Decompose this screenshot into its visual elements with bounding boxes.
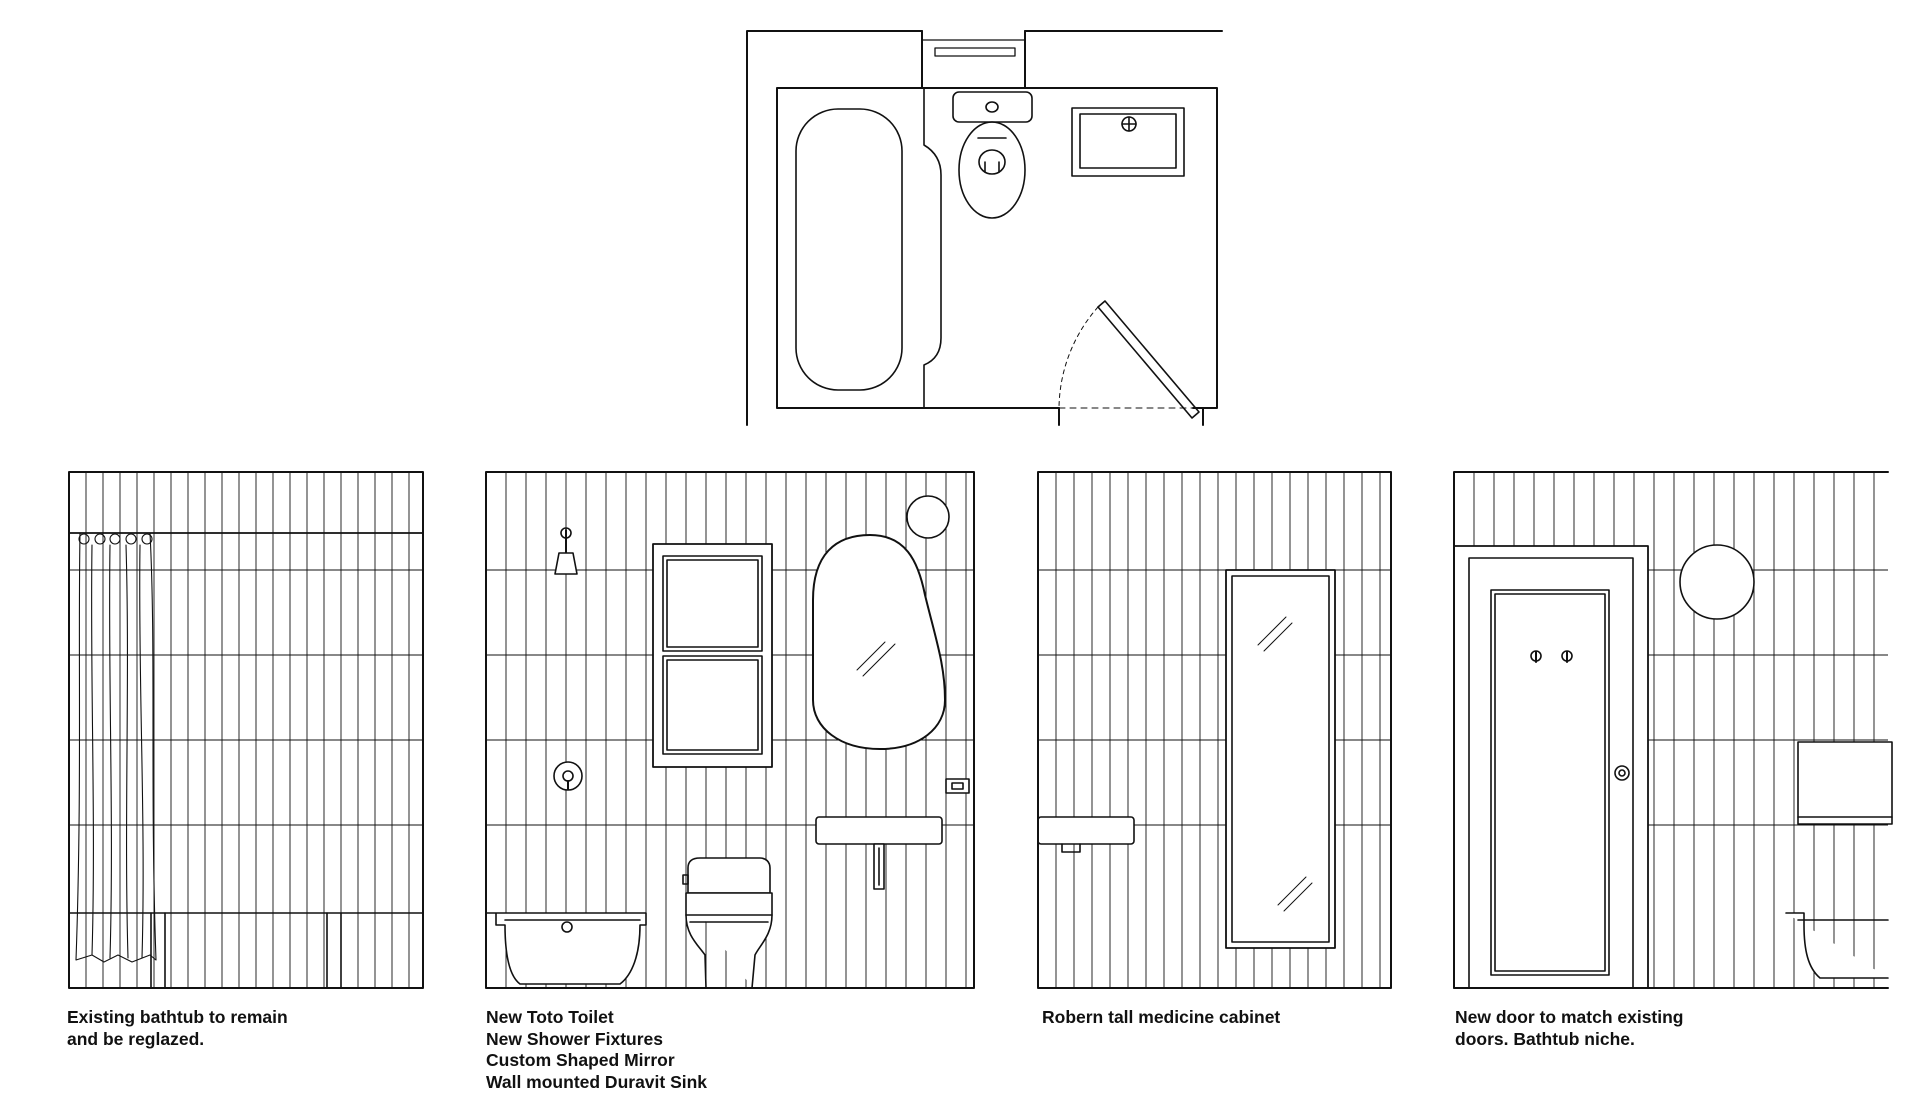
elevation-1-tile-grid — [69, 472, 423, 988]
shower-head-icon — [554, 527, 578, 575]
plan-door-swing — [1058, 300, 1200, 419]
elevation-3-frame — [1037, 471, 1392, 989]
door — [1453, 545, 1649, 989]
elevation-3-tile-grid — [1038, 472, 1391, 988]
door-knob-icon — [1614, 765, 1630, 781]
caption-elevation-1: Existing bathtub to remain and be reglaz… — [67, 1007, 288, 1049]
robe-hook-icon — [1530, 650, 1573, 663]
elevation-4-bathtub — [1785, 912, 1889, 979]
wall-mounted-sink — [815, 816, 943, 890]
shower-valve-icon — [553, 761, 583, 791]
caption-elevation-2: New Toto Toilet New Shower Fixtures Cust… — [486, 1007, 708, 1092]
window — [652, 543, 773, 768]
plan-window — [921, 39, 1026, 57]
elevation-1-tub-wall — [68, 471, 424, 989]
outlet-icon — [945, 778, 970, 794]
plan-bathtub — [776, 87, 942, 409]
elevation-2-fixture-wall — [485, 471, 975, 989]
elevation-2-bathtub — [485, 912, 647, 985]
elevation-3-cabinet-wall — [1037, 471, 1392, 989]
plan-walls — [746, 30, 1223, 426]
elevation-2-frame — [485, 471, 975, 989]
shower-curtain — [75, 532, 157, 963]
caption-elevation-3: Robern tall medicine cabinet — [1042, 1007, 1281, 1027]
elevation-1-bathtub — [68, 912, 424, 989]
medicine-cabinet — [1225, 569, 1336, 949]
round-light — [906, 495, 950, 539]
custom-shaped-mirror — [812, 534, 946, 750]
round-light — [1679, 544, 1755, 620]
floor-plan — [746, 30, 1223, 426]
elevation-4-door-wall — [1453, 471, 1893, 989]
elevation-1-frame — [68, 471, 424, 989]
toilet — [682, 857, 773, 989]
plan-toilet — [952, 91, 1033, 219]
plan-sink — [1071, 107, 1185, 177]
bathtub-niche — [1797, 741, 1893, 825]
caption-elevation-4: New door to match existing doors. Bathtu… — [1455, 1007, 1684, 1049]
elevation-3-sink — [1037, 816, 1135, 853]
elevation-4-frame — [1453, 471, 1889, 989]
